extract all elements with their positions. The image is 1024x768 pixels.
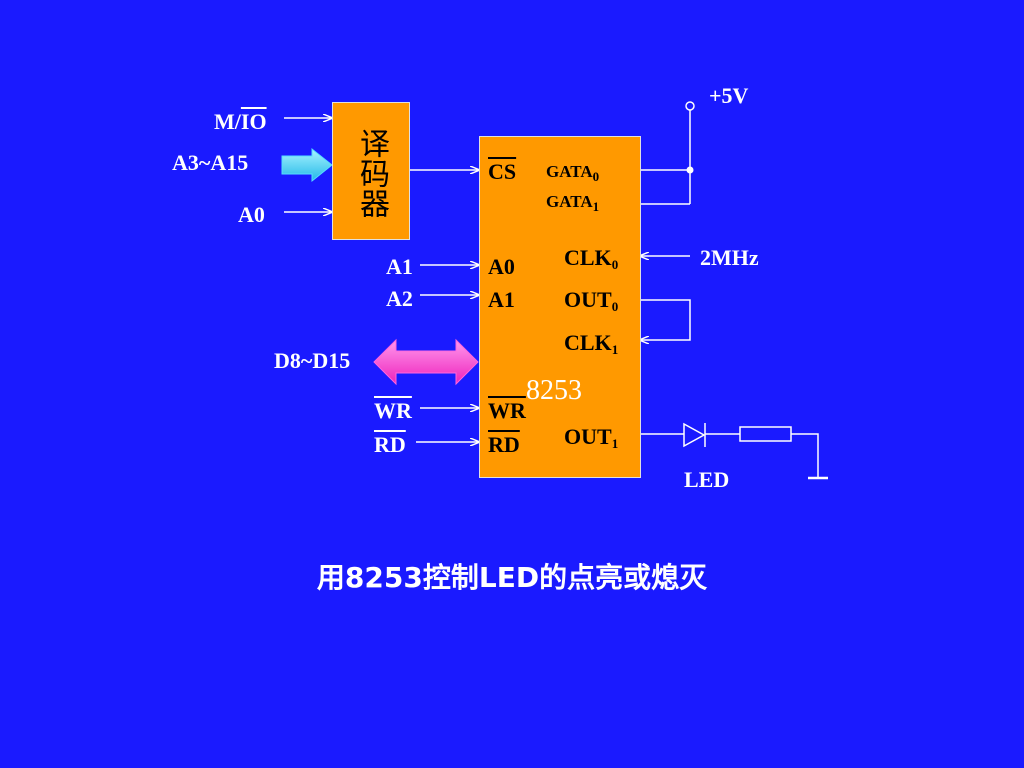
out0-to-clk1-wire [639, 299, 691, 340]
rd-label: RD [374, 432, 406, 457]
pin-clk1: CLK1 [564, 330, 619, 358]
mio-label: M/IO [214, 109, 267, 134]
vcc-terminal [685, 101, 695, 111]
pin-out1: OUT1 [564, 424, 619, 452]
decoder-label: 译码器 [354, 128, 389, 218]
pin-rd: RD [488, 432, 520, 457]
a0-decoder-label: A0 [238, 202, 265, 227]
resistor-symbol [739, 426, 792, 442]
led-diode-symbol [683, 422, 706, 448]
data-bus-label: D8~D15 [274, 348, 351, 373]
led-label: LED [684, 467, 730, 492]
clock-label: 2MHz [700, 245, 759, 270]
pin-a1: A1 [488, 287, 515, 312]
a3-a15-label: A3~A15 [172, 150, 249, 175]
io-overline-text: IO [240, 109, 267, 134]
pin-clk0: CLK0 [564, 245, 619, 273]
pin-gata0: GATA0 [546, 162, 600, 184]
pin-wr: WR [488, 398, 526, 423]
decoder-block: 译码器 [332, 102, 410, 240]
vcc-label: +5V [709, 83, 749, 108]
a1-label: A1 [386, 254, 413, 279]
gate-junction [686, 166, 694, 174]
a3-a15-bus-arrow [281, 147, 333, 183]
chip-name: 8253 [526, 375, 582, 406]
pin-a0: A0 [488, 254, 515, 279]
pin-gata1: GATA1 [546, 192, 600, 214]
data-bus-arrow [373, 338, 479, 386]
slide-caption: 用8253控制LED的点亮或熄灭 [316, 561, 708, 594]
pin-cs: CS [488, 159, 517, 184]
a2-label: A2 [386, 286, 413, 311]
pin-out0: OUT0 [564, 287, 619, 315]
wr-label: WR [374, 398, 412, 423]
resistor-to-ground-wire [791, 433, 819, 478]
chip-8253-block [479, 136, 641, 478]
